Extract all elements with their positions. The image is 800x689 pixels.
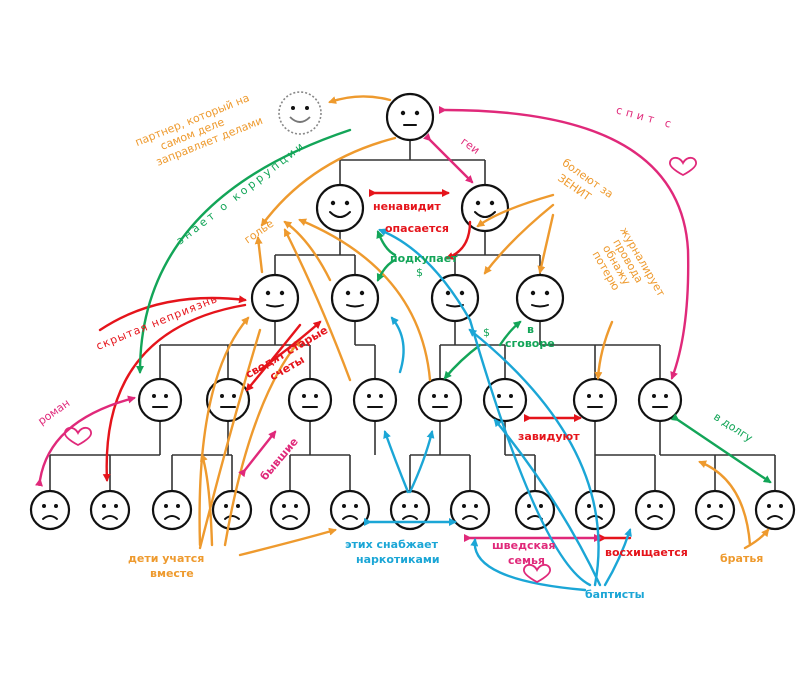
arrow-cahoots-1 bbox=[443, 343, 482, 380]
label-fears: опасается bbox=[385, 222, 449, 235]
staff-3-face bbox=[287, 377, 333, 423]
label-dollar-1: $ bbox=[416, 266, 423, 279]
worker-11-face bbox=[634, 489, 676, 531]
staff-8-face bbox=[637, 377, 683, 423]
arrow-zenit-3 bbox=[537, 213, 555, 274]
label-romance: роман bbox=[35, 396, 72, 427]
arrow-goalkeeper-up bbox=[254, 236, 264, 274]
manager-4-face bbox=[515, 273, 565, 323]
label-drug-supply: этих снабжает наркотиками bbox=[345, 538, 440, 566]
arrow-kids-3 bbox=[223, 338, 302, 547]
label-admire: восхищается bbox=[605, 546, 688, 559]
label-partner: партнер, который на самом деле заправляе… bbox=[133, 91, 264, 168]
label-gay: геи bbox=[458, 135, 482, 157]
worker-13-face bbox=[754, 489, 796, 531]
staff-2-face bbox=[205, 377, 251, 423]
relationship-arrows bbox=[35, 95, 772, 592]
label-hates: ненавидит bbox=[373, 200, 441, 213]
label-former: бывшие bbox=[258, 435, 301, 483]
staff-4-face bbox=[352, 377, 398, 423]
arrow-goalkeeper-2 bbox=[283, 220, 332, 282]
label-brothers: братья bbox=[720, 552, 763, 565]
arrow-sleeps-with bbox=[438, 105, 690, 380]
staff-7-face bbox=[572, 377, 618, 423]
arrow-kids-ringo bbox=[198, 328, 262, 550]
arrow-cahoots-2 bbox=[498, 320, 522, 347]
heart-icon bbox=[523, 563, 551, 584]
arrow-old-scores-b bbox=[258, 320, 322, 372]
arrow-in-debt bbox=[670, 413, 772, 484]
staff-5-face bbox=[417, 377, 463, 423]
boss-face bbox=[385, 92, 435, 142]
heart-icon bbox=[669, 156, 697, 177]
worker-9-face bbox=[514, 489, 556, 531]
arrow-cyan-long-2 bbox=[468, 328, 600, 587]
worker-8-face bbox=[449, 489, 491, 531]
arrow-orange-long bbox=[298, 218, 432, 382]
svg-text:вместе: вместе bbox=[150, 567, 194, 580]
arrow-goalkeeper-3 bbox=[283, 228, 352, 382]
worker-6-face bbox=[329, 489, 371, 531]
manager-2-face bbox=[330, 273, 380, 323]
label-baptists: баптисты bbox=[585, 588, 645, 601]
arrow-cyan-baptist-3 bbox=[603, 528, 632, 587]
label-kids-study: дети учатся вместе bbox=[128, 552, 204, 580]
arrow-bribes-2 bbox=[376, 258, 397, 282]
label-bribes: подкупает bbox=[390, 252, 458, 265]
heart-icon bbox=[64, 426, 92, 447]
worker-12-face bbox=[694, 489, 736, 531]
arrow-boss-goalkeeper bbox=[260, 136, 397, 227]
arrow-partner bbox=[328, 95, 392, 104]
worker-2-face bbox=[89, 489, 131, 531]
svg-text:дети учатся: дети учатся bbox=[128, 552, 204, 565]
svg-text:шведская: шведская bbox=[492, 539, 555, 552]
worker-5-face bbox=[269, 489, 311, 531]
arrow-hidden-dislike bbox=[98, 295, 247, 332]
label-sleeps-with: спит с bbox=[615, 103, 677, 131]
staff-1-face bbox=[137, 377, 183, 423]
svg-text:семья: семья bbox=[508, 554, 545, 567]
arrow-knows-corruption bbox=[136, 128, 352, 374]
partner-face bbox=[278, 91, 322, 135]
arrow-old-scores bbox=[245, 323, 302, 392]
label-dollar-2: $ bbox=[483, 326, 490, 339]
svg-text:наркотиками: наркотиками bbox=[356, 553, 440, 566]
label-in-cahoots-a: в bbox=[527, 323, 534, 336]
label-zenit-fans: болеют за ЗЕНИТ bbox=[555, 156, 615, 203]
worker-3-face bbox=[151, 489, 193, 531]
arrow-drug-1 bbox=[383, 430, 410, 494]
deputy-left-face bbox=[315, 183, 365, 233]
worker-7-face bbox=[389, 489, 431, 531]
svg-text:этих снабжает: этих снабжает bbox=[345, 538, 439, 551]
label-in-debt: в долгу bbox=[711, 410, 755, 445]
label-in-cahoots-b: сговоре bbox=[505, 337, 555, 350]
arrow-cyan-baptist-2 bbox=[493, 418, 602, 587]
arrow-former bbox=[238, 430, 277, 478]
label-swedish-family: шведская семья bbox=[492, 539, 555, 567]
arrow-drug-2 bbox=[408, 430, 435, 494]
arrow-cyan-up-1 bbox=[390, 316, 405, 374]
manager-1-face bbox=[250, 273, 300, 323]
arrow-brothers-2 bbox=[743, 528, 770, 550]
arrow-journalist bbox=[594, 320, 614, 380]
label-journalist: журналирует провода обнажу потерю bbox=[590, 225, 668, 300]
arrow-kids-4 bbox=[238, 527, 337, 557]
label-envy: завидуют bbox=[518, 430, 580, 443]
arrow-kids-2 bbox=[200, 453, 214, 547]
arrow-gay bbox=[422, 132, 474, 184]
arrow-kids-1 bbox=[198, 316, 250, 547]
arrow-romance bbox=[35, 395, 136, 487]
label-knows-corruption: знает о коррупции bbox=[174, 138, 308, 247]
worker-1-face bbox=[29, 489, 71, 531]
arrow-cyan-baptist-1 bbox=[470, 538, 587, 592]
arrow-cyan-long-1 bbox=[378, 228, 592, 587]
